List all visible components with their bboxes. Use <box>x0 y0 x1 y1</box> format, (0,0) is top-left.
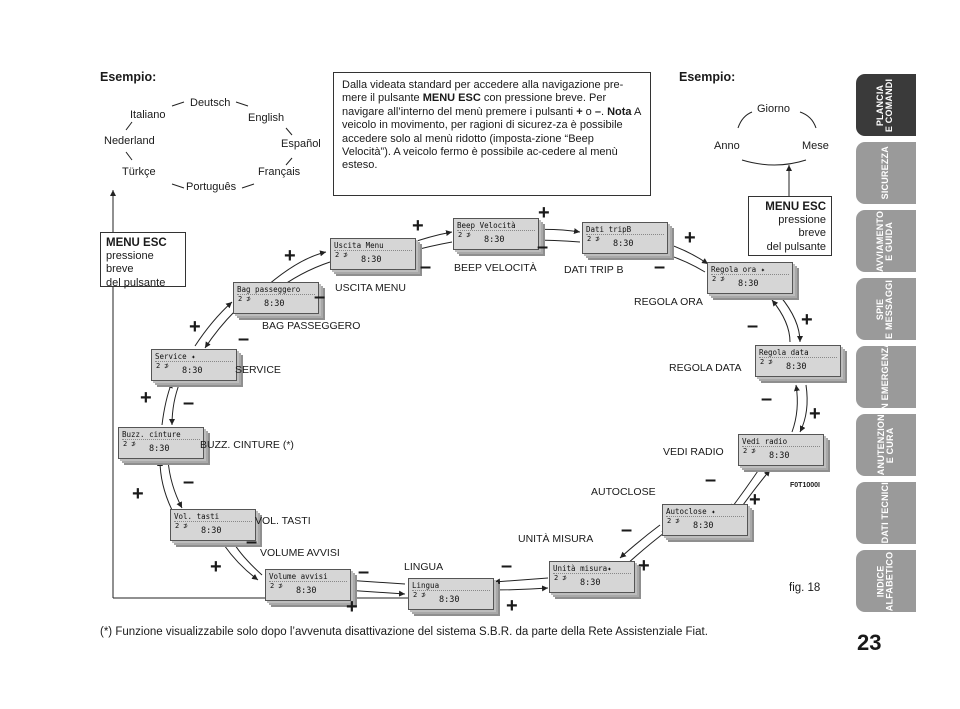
plus-sign: + <box>189 316 201 338</box>
label-beep-velocita: BEEP VELOCITÀ <box>454 262 537 274</box>
label-autoclose: AUTOCLOSE <box>591 486 656 498</box>
language-english: English <box>248 112 285 124</box>
tab-in-emergenza[interactable]: IN EMERGENZA <box>856 341 916 413</box>
plus-sign: + <box>140 387 152 409</box>
minus-sign: – <box>501 555 513 577</box>
minus-sign: – <box>747 315 759 337</box>
screen-autoclose: Autoclose ✦2 ⊅8:30 <box>662 504 748 536</box>
label-service: SERVICE <box>235 364 281 376</box>
label-volume-avvisi: VOLUME AVVISI <box>260 547 340 559</box>
screen-regola-ora: Regola ora ✦2 ⊅8:30 <box>707 262 793 294</box>
label-uscita-menu: USCITA MENU <box>335 282 406 294</box>
plus-sign: + <box>749 489 761 511</box>
tab-dati-tecnici[interactable]: DATI TECNICI <box>856 482 916 544</box>
label-lingua: LINGUA <box>404 561 444 573</box>
language-francais: Français <box>258 166 301 178</box>
plus-sign: + <box>801 309 813 331</box>
example-label-left: Esempio: <box>100 70 157 84</box>
plus-sign: + <box>506 595 518 617</box>
page-number: 23 <box>857 630 882 655</box>
plus-sign: + <box>346 596 358 618</box>
minus-sign: – <box>621 519 633 541</box>
period-mese: Mese <box>802 140 829 152</box>
plus-sign: + <box>538 202 550 224</box>
plus-sign: + <box>412 215 424 237</box>
figure-caption: fig. 18 <box>789 582 821 594</box>
minus-sign: – <box>654 256 666 278</box>
menu-esc-box-left: MENU ESC pressione breve del pulsante <box>100 232 186 289</box>
period-giorno: Giorno <box>757 103 791 115</box>
language-italiano: Italiano <box>130 109 166 121</box>
tab-indice-alfabetico[interactable]: INDICE ALFABETICO <box>856 550 916 612</box>
plus-sign: + <box>210 556 222 578</box>
minus-sign: – <box>183 471 195 493</box>
footnote: (*) Funzione visualizzabile solo dopo l’… <box>100 626 708 638</box>
period-anno: Anno <box>714 140 740 152</box>
minus-sign: – <box>705 469 717 491</box>
tab-avviamento-e-guida[interactable]: AVVIAMENTO E GUIDA <box>856 210 916 272</box>
tab-manutenzione-e-cura[interactable]: MANUTENZIONE E CURA <box>856 408 916 482</box>
language-espanol: Español <box>281 138 321 150</box>
minus-sign: – <box>238 328 250 350</box>
screen-service: Service ✦2 ⊅8:30 <box>151 349 237 381</box>
label-bag-passeggero: BAG PASSEGGERO <box>262 320 361 332</box>
minus-sign: – <box>420 256 432 278</box>
label-vol-tasti: VOL. TASTI <box>255 515 311 527</box>
plus-sign: + <box>132 483 144 505</box>
label-vedi-radio: VEDI RADIO <box>663 446 724 458</box>
tab-plancia-e-comandi[interactable]: PLANCIA E COMANDI <box>856 74 916 136</box>
plus-sign: + <box>684 227 696 249</box>
minus-sign: – <box>358 561 370 583</box>
language-turkce: Türkçe <box>122 166 156 178</box>
tab-spie-e-messaggi[interactable]: SPIE E MESSAGGI <box>856 278 916 340</box>
minus-sign: – <box>537 236 549 258</box>
info-box: Dalla videata standard per accedere alla… <box>333 72 651 196</box>
menu-esc-box-right: MENU ESC pressione breve del pulsante <box>748 196 832 256</box>
plus-sign: + <box>638 555 650 577</box>
label-unita-misura: UNITÀ MISURA <box>518 533 594 545</box>
label-dati-trip-b: DATI TRIP B <box>564 264 624 276</box>
label-buzz-cinture: BUZZ. CINTURE (*) <box>200 439 294 451</box>
language-portugues: Português <box>186 181 237 193</box>
tab-sicurezza[interactable]: SICUREZZA <box>856 142 916 204</box>
minus-sign: – <box>183 392 195 414</box>
screen-unita-misura: Unità misura✦2 ⊅8:30 <box>549 561 635 593</box>
label-regola-ora: REGOLA ORA <box>634 296 703 308</box>
minus-sign: – <box>314 286 326 308</box>
plus-sign: + <box>284 245 296 267</box>
label-regola-data: REGOLA DATA <box>669 362 742 374</box>
language-nederland: Nederland <box>104 135 155 147</box>
minus-sign: – <box>246 531 258 553</box>
minus-sign: – <box>761 388 773 410</box>
plus-sign: + <box>809 403 821 425</box>
figure-code: F0T1000I <box>790 482 820 489</box>
example-label-right: Esempio: <box>679 70 736 84</box>
language-deutsch: Deutsch <box>190 97 231 109</box>
